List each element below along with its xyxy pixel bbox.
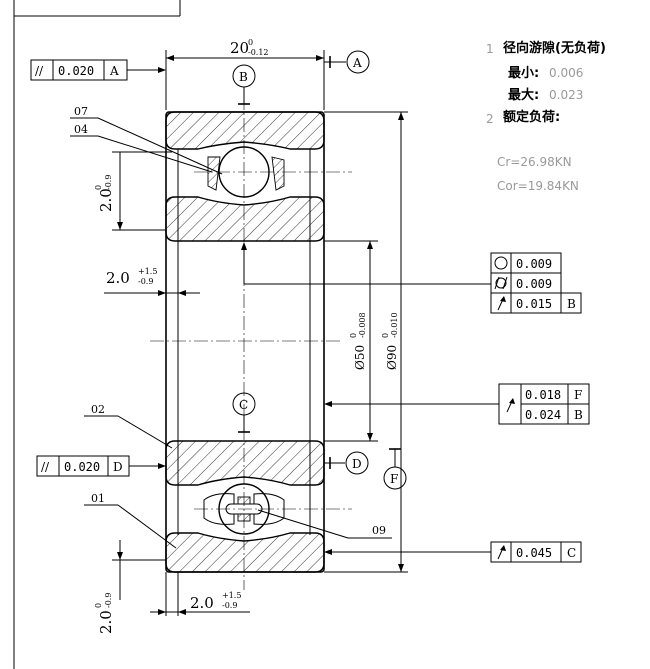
callout-02-label: 02 [91,403,105,416]
inner-ring-upper [165,196,325,242]
drawing-frame [13,0,181,669]
runout-b2-ref: B [574,408,583,422]
chamfer-lower-v-value: 2.0 [97,610,115,634]
chamfer-upper-h-tol-upper: +1.5 [138,267,157,276]
form-tolerance-stack: 0.009 0.009 0.015 B [241,242,582,314]
datum-d-label: D [352,457,362,471]
notes-block: 1 径向游隙(无负荷) 最小: 0.006 最大: 0.023 2 额定负荷: … [486,40,606,193]
note-1-number: 1 [486,42,494,56]
par-bot-symbol: // [41,460,50,474]
chamfer-upper-v-value: 2.0 [97,188,115,212]
parallelism-frame-top: // 0.020 A [30,59,166,81]
outer-ring-lower [165,532,325,573]
roundness-value: 0.009 [516,257,552,271]
runout-frame-c: 0.045 C [324,541,582,563]
center-lines [150,96,352,590]
chamfer-lower-h-tol-lower: -0.9 [222,601,237,610]
datum-a-label: A [352,56,362,70]
bearing-section [165,111,325,573]
par-bot-ref: D [113,460,123,474]
par-top-symbol: // [35,64,44,78]
par-bot-value: 0.020 [64,460,100,474]
chamfer-lower-v-tol-lower: -0.9 [104,593,113,608]
clearance-min-label: 最小: [508,66,539,81]
chamfer-upper-vertical: 2.0 0 -0.9 [94,151,172,231]
bore-tol-lower: -0.008 [358,312,367,338]
chamfer-lower-h-tol-upper: +1.5 [222,591,241,600]
cylindricity-value: 0.009 [516,277,552,291]
runout-b-value: 0.015 [516,297,552,311]
runout-icon [506,398,515,413]
chamfer-lower-vertical: 2.0 0 -0.9 [94,540,166,634]
outer-ring-upper [165,111,325,150]
outer-value: Ø90 [385,345,399,370]
parallelism-frame-bottom: // 0.020 D [36,455,166,477]
note-1-title: 径向游隙(无负荷) [503,40,606,56]
callout-02: 02 [84,403,173,449]
bore-value: Ø50 [353,345,367,370]
chamfer-lower-v-tol-upper: 0 [94,603,103,608]
inner-ring-lower [165,440,325,486]
callout-09: 09 [257,509,392,539]
clearance-max-label: 最大: [508,87,539,103]
callout-01: 01 [84,492,177,549]
chamfer-upper-h-value: 2.0 [106,269,130,287]
roundness-icon [494,256,508,270]
callout-07-label: 07 [74,105,88,118]
par-top-value: 0.020 [58,64,94,78]
clearance-min-value: 0.006 [549,66,583,80]
callout-04: 04 [70,123,213,173]
note-2-title: 额定负荷: [503,109,560,125]
outer-tol-lower: -0.010 [390,312,399,338]
bore-tol-upper: 0 [349,333,358,338]
chamfer-lower-horizontal: 2.0 +1.5 -0.9 [150,572,250,616]
width-tol-lower: -0.12 [248,48,269,57]
runout-icon [497,545,506,560]
datum-f-label: F [390,472,398,486]
datum-c: C [232,392,256,433]
cylindricity-icon [494,276,508,290]
clearance-max-value: 0.023 [549,88,583,102]
bore-dimension: Ø50 0 -0.008 [324,240,378,442]
runout-f-value: 0.018 [525,388,561,402]
outer-dimension: Ø90 0 -0.010 [324,111,408,573]
runout-b-ref: B [567,297,576,311]
chamfer-upper-horizontal: 2.0 +1.5 -0.9 [104,267,200,296]
rating-cr: Cr=26.98KN [497,155,572,169]
outer-tol-upper: 0 [381,333,390,338]
rating-cor: Cor=19.84KN [497,179,579,193]
runout-frame-fb: 0.018 F 0.024 B [324,383,590,425]
callout-07: 07 [70,105,223,175]
datum-a: A [324,50,370,74]
datum-b-label: B [239,70,248,84]
chamfer-upper-v-tol-upper: 0 [94,185,103,190]
chamfer-lower-h-value: 2.0 [190,594,214,612]
callout-09-label: 09 [372,524,386,537]
runout-c-value: 0.045 [516,546,552,560]
datum-c-label: C [239,398,248,412]
callout-04-label: 04 [74,123,88,136]
datum-d: D [324,451,369,475]
runout-icon [497,296,506,311]
datum-f: F [383,448,407,490]
runout-c-ref: C [567,546,576,560]
runout-f-ref: F [574,388,582,402]
datum-b: B [232,64,256,105]
callout-01-label: 01 [91,492,105,505]
chamfer-upper-v-tol-lower: -0.9 [104,175,113,190]
chamfer-upper-h-tol-lower: -0.9 [138,277,153,286]
note-2-number: 2 [486,112,494,126]
width-value: 20 [230,39,249,57]
width-tol-upper: 0 [248,38,253,47]
width-dimension: 20 0 -0.12 [165,38,325,110]
runout-b2-value: 0.024 [525,408,561,422]
par-top-ref: A [109,64,119,78]
